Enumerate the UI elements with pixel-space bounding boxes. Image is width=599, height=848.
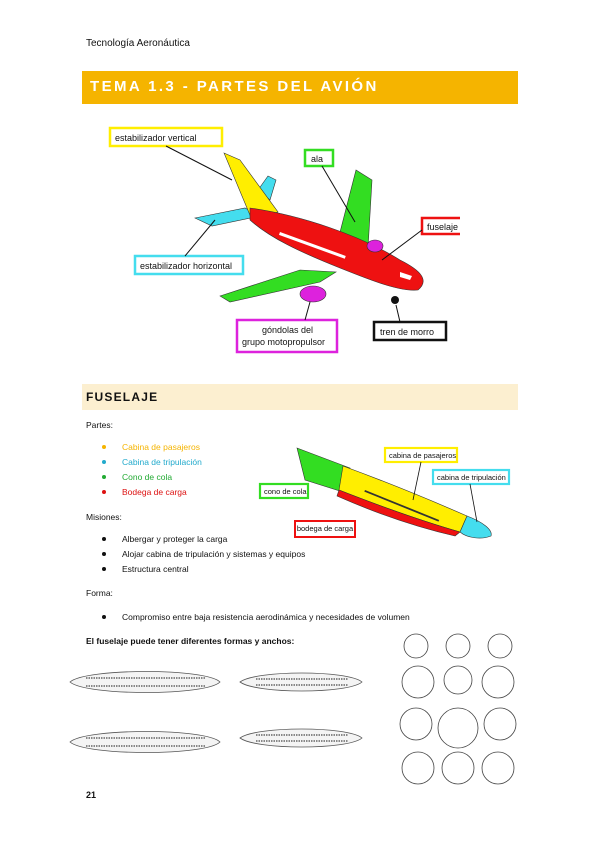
- page-title: TEMA 1.3 - PARTES DEL AVIÓN: [90, 78, 379, 95]
- label-nacelles-line1: góndolas del: [262, 325, 313, 335]
- seating-layout-image-1: [66, 660, 224, 778]
- section-heading: FUSELAJE: [86, 390, 159, 404]
- form-list: Compromiso entre baja resistencia aerodi…: [100, 610, 500, 625]
- title-bar: [82, 71, 518, 104]
- fuselage-parts-diagram: cono de cola cabina de pasajeros cabina …: [258, 446, 511, 539]
- label-nose-gear: tren de morro: [380, 327, 434, 337]
- cross-sections-image: [396, 628, 520, 792]
- list-item: Cabina de tripulación: [100, 455, 280, 470]
- label-passenger-cabin: cabina de pasajeros: [389, 451, 456, 460]
- parts-label: Partes:: [86, 420, 113, 430]
- label-wing: ala: [311, 154, 323, 164]
- vertical-stabilizer-shape: [223, 152, 279, 221]
- bullet-icon: [102, 445, 106, 449]
- section-bar: [82, 384, 518, 410]
- course-header: Tecnología Aeronáutica: [86, 38, 190, 49]
- shapes-text: El fuselaje puede tener diferentes forma…: [86, 636, 295, 646]
- list-item: Estructura central: [100, 562, 400, 577]
- bullet-icon: [102, 490, 106, 494]
- cabin-windows: [364, 490, 440, 522]
- fuselage-windows: [278, 232, 346, 259]
- bullet-icon: [102, 552, 106, 556]
- label-vertical-stabilizer: estabilizador vertical: [115, 133, 197, 143]
- nose-gear-wheel: [391, 296, 399, 304]
- list-item: Compromiso entre baja resistencia aerodi…: [100, 610, 500, 625]
- seating-layout-image-2: [236, 660, 366, 768]
- list-item: Bodega de carga: [100, 485, 280, 500]
- list-item: Albergar y proteger la carga: [100, 532, 400, 547]
- bullet-icon: [102, 460, 106, 464]
- fuselage-shape: [249, 207, 424, 291]
- list-item: Cabina de pasajeros: [100, 440, 280, 455]
- label-cargo-hold: bodega de carga: [294, 520, 356, 538]
- label-fuselage: fuselaje: [427, 222, 458, 232]
- bullet-icon: [102, 537, 106, 541]
- form-label: Forma:: [86, 588, 113, 598]
- label-horizontal-stabilizer: estabilizador horizontal: [140, 261, 232, 271]
- bullet-icon: [102, 567, 106, 571]
- page-number: 21: [86, 790, 97, 800]
- label-tail-cone: cono de cola: [264, 487, 307, 496]
- parts-list: Cabina de pasajeros Cabina de tripulació…: [100, 440, 280, 500]
- airplane-parts-diagram: estabilizador vertical ala fuselaje esta…: [108, 126, 460, 354]
- bullet-icon: [102, 475, 106, 479]
- lower-wing-shape: [219, 269, 337, 303]
- engine-right-shape: [366, 239, 384, 253]
- cockpit-window-shape: [400, 272, 412, 280]
- crew-cabin-shape: [459, 515, 492, 539]
- bullet-icon: [102, 615, 106, 619]
- engine-left-shape: [299, 285, 327, 303]
- cargo-hold-shape: [336, 489, 461, 537]
- list-item: Cono de cola: [100, 470, 280, 485]
- missions-label: Misiones:: [86, 512, 122, 522]
- missions-list: Albergar y proteger la carga Alojar cabi…: [100, 532, 400, 577]
- label-crew-cabin: cabina de tripulación: [437, 473, 506, 482]
- list-item: Alojar cabina de tripulación y sistemas …: [100, 547, 400, 562]
- label-nacelles-line2: grupo motopropulsor: [242, 337, 325, 347]
